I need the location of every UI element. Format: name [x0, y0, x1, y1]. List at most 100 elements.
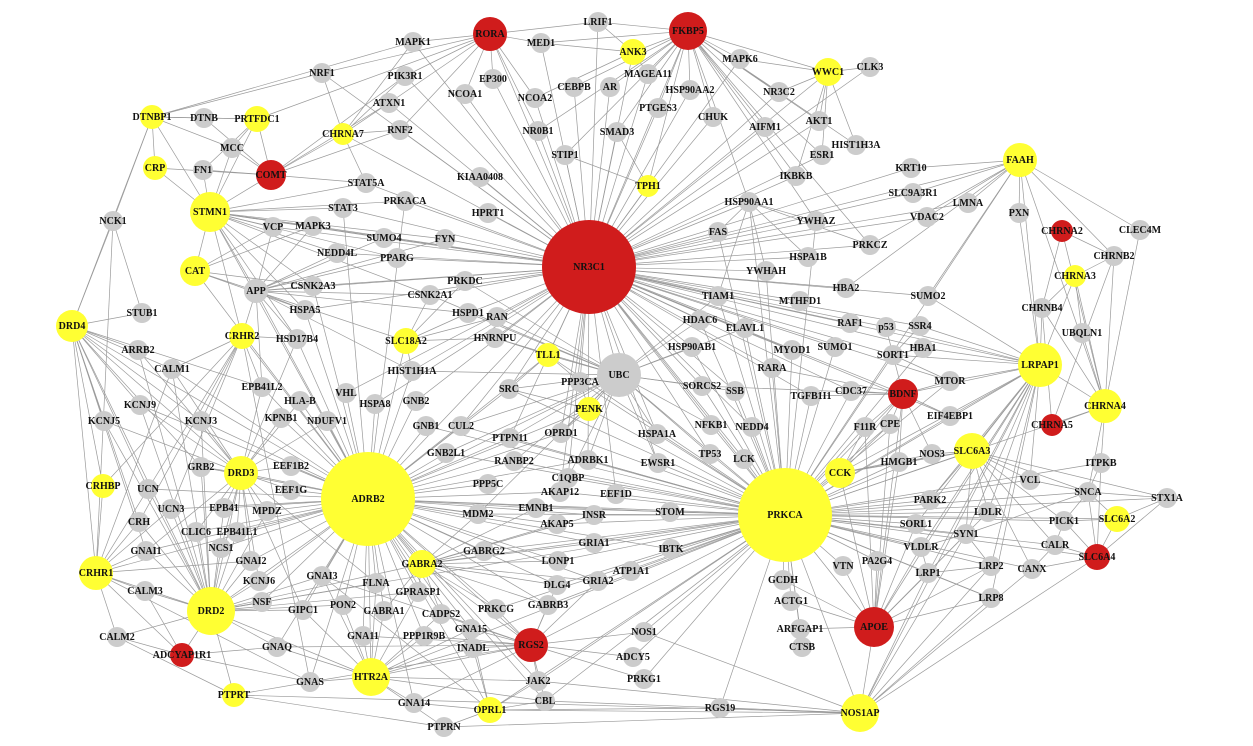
node-label-lrp2: LRP2 [979, 561, 1004, 572]
node-label-gnb2: GNB2 [403, 396, 430, 407]
node-vcl: VCL [1019, 470, 1041, 490]
node-label-crh: CRH [128, 517, 150, 528]
node-label-magea11: MAGEA11 [624, 69, 672, 80]
node-circle-gipc1 [293, 600, 313, 620]
node-label-nrf1: NRF1 [309, 68, 335, 79]
edge-lrpap1-lrp1 [927, 364, 1041, 574]
node-circle-cdc37 [841, 381, 861, 401]
node-circle-ank3 [620, 39, 646, 65]
node-label-tiam1: TIAM1 [702, 291, 734, 302]
edge-lrpap1-pxn [1018, 212, 1041, 366]
node-tp53: TP53 [699, 444, 721, 464]
node-arrb2: ARRB2 [121, 340, 155, 360]
node-label-itpkb: ITPKB [1085, 458, 1116, 469]
node-label-fn1: FN1 [194, 165, 212, 176]
edge-drd3-drd4 [71, 325, 242, 474]
node-nrf1: NRF1 [309, 63, 335, 83]
node-label-comt: COMT [255, 170, 286, 181]
node-circle-oprl1 [477, 697, 503, 723]
node-cbl: CBL [535, 691, 556, 711]
node-clk3: CLK3 [857, 57, 883, 77]
node-circle-sorl1 [906, 514, 926, 534]
edge-adrb2-ibtk [367, 498, 672, 550]
edge-ubc-elavl1 [618, 327, 746, 376]
edge-crhr1-gnai2 [95, 560, 252, 574]
node-fas: FAS [708, 222, 728, 242]
node-circle-slc6a4 [1084, 544, 1110, 570]
node-hist1h3a: HIST1H3A [832, 135, 881, 155]
node-circle-lck [734, 449, 754, 469]
node-circle-eif4ebp1 [940, 406, 960, 426]
node-mapk1: MAPK1 [395, 32, 431, 52]
node-circle-ppp3ca [570, 372, 590, 392]
edge-app-csnk2a1 [255, 290, 431, 296]
node-circle-slc18a2 [393, 328, 419, 354]
node-circle-ptprt [222, 683, 246, 707]
node-crhr1: CRHR1 [79, 556, 113, 590]
node-circle-ncoa2 [525, 88, 545, 108]
edge-ubc-ranbp2 [513, 374, 620, 462]
node-circle-fkbp5 [669, 12, 707, 50]
node-label-gria2: GRIA2 [582, 576, 613, 587]
node-label-clic6: CLIC6 [181, 527, 211, 538]
node-label-sort1: SORT1 [877, 350, 909, 361]
edge-drd2-gabra2 [210, 563, 423, 612]
node-tgfb1i1: TGFB1I1 [790, 386, 832, 406]
node-circle-ssb [725, 381, 745, 401]
edge-faah-clec4m [1019, 159, 1141, 231]
node-label-mpdz: MPDZ [252, 506, 282, 517]
node-label-adcy5: ADCY5 [616, 652, 650, 663]
node-circle-mtor [940, 371, 960, 391]
node-label-sumo2: SUMO2 [911, 291, 946, 302]
node-mapk6: MAPK6 [722, 49, 758, 69]
node-circle-gnai1 [136, 541, 156, 561]
node-circle-chrnb4 [1032, 298, 1052, 318]
node-circle-eef1b2 [281, 456, 301, 476]
node-comt: COMT [255, 160, 287, 190]
node-circle-clic6 [186, 522, 206, 542]
node-ssr4: SSR4 [908, 316, 932, 336]
edge-fkbp5-prkcz [687, 30, 871, 246]
node-label-hist1h1a: HIST1H1A [388, 366, 438, 377]
node-circle-app [244, 279, 268, 303]
node-circle-vldlr [911, 537, 931, 557]
edge-htr2a-drd2 [210, 610, 372, 678]
node-circle-chrna4 [1088, 389, 1122, 423]
node-circle-pxn [1009, 203, 1029, 223]
node-circle-gna15 [461, 619, 481, 639]
node-circle-chrna2 [1051, 220, 1073, 242]
node-actg1: ACTG1 [774, 591, 808, 611]
node-ssb: SSB [725, 381, 745, 401]
edge-nr3c1-lrpap1 [588, 266, 1041, 366]
edge-nr3c1-krt10 [588, 167, 912, 268]
node-hprt1: HPRT1 [472, 203, 504, 223]
node-label-kcnj3: KCNJ3 [185, 416, 217, 427]
node-label-park2: PARK2 [914, 495, 947, 506]
node-label-mapk6: MAPK6 [722, 54, 758, 65]
node-circle-hsp90aa2 [680, 80, 700, 100]
node-hist1h1a: HIST1H1A [388, 361, 438, 381]
edge-comt-atxn1 [270, 102, 390, 176]
node-label-eef1b2: EEF1B2 [273, 461, 309, 472]
node-circle-gnai3 [312, 566, 332, 586]
edge-lrpap1-ldlr [987, 364, 1041, 513]
node-circle-arrb2 [128, 340, 148, 360]
node-label-stat3: STAT3 [328, 203, 358, 214]
node-canx: CANX [1018, 559, 1047, 579]
node-tll1: TLL1 [535, 343, 561, 367]
node-clec4m: CLEC4M [1119, 220, 1162, 240]
node-sumo1: SUMO1 [818, 337, 853, 357]
node-label-hsd17b4: HSD17B4 [276, 334, 318, 345]
node-circle-calm1 [162, 359, 182, 379]
node-label-atp1a1: ATP1A1 [613, 566, 649, 577]
edge-nr3c1-nrf1 [321, 72, 590, 268]
node-label-src: SRC [499, 384, 519, 395]
node-label-flna: FLNA [362, 578, 390, 589]
node-circle-hdac6 [690, 310, 710, 330]
edge-nr3c1-lmna [588, 202, 969, 268]
node-snca: SNCA [1074, 482, 1102, 502]
edge-gabra2-emnb1 [421, 507, 537, 565]
edge-nr3c1-sumo2 [588, 266, 929, 297]
node-csnk2a3: CSNK2A3 [290, 276, 336, 296]
node-label-mtor: MTOR [935, 376, 967, 387]
